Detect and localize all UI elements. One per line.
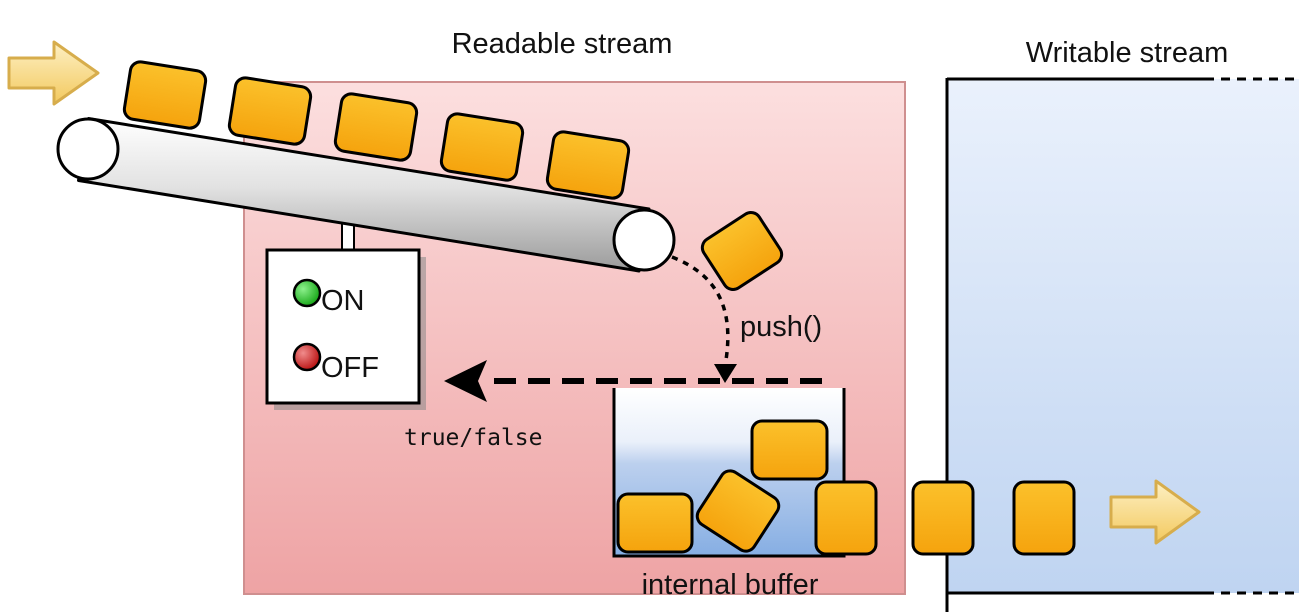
data-chunk	[333, 92, 419, 162]
data-chunk	[545, 130, 631, 200]
data-chunk	[616, 492, 694, 554]
true-false-label: true/false	[404, 425, 542, 451]
data-chunk	[1012, 480, 1076, 556]
output-arrow-icon	[1109, 479, 1201, 545]
data-chunk	[695, 469, 781, 553]
switch-panel: ON OFF	[265, 248, 426, 410]
push-arrowhead	[714, 364, 737, 383]
data-chunk	[750, 419, 829, 481]
push-curve	[671, 255, 730, 361]
data-chunk	[122, 60, 208, 130]
data-chunk	[439, 112, 525, 182]
data-chunk	[814, 480, 878, 556]
on-indicator-icon	[292, 278, 322, 308]
feedback-arrowhead	[444, 360, 487, 402]
conveyor-belt	[56, 117, 676, 273]
belt-chunks	[122, 60, 784, 291]
push-label: push()	[740, 311, 822, 343]
off-indicator-icon	[292, 342, 322, 372]
belt-roller-left	[56, 117, 120, 181]
belt-roller-right	[612, 208, 676, 272]
on-label: ON	[321, 285, 365, 317]
buffer-chunks	[616, 419, 878, 556]
outgoing-chunks	[911, 480, 1076, 556]
internal-buffer-label: internal buffer	[642, 569, 819, 601]
writable-stream-region	[945, 77, 1299, 612]
data-chunk	[911, 480, 975, 556]
data-chunk	[227, 76, 313, 146]
input-arrow-icon	[7, 40, 100, 106]
writable-stream-label: Writable stream	[1026, 37, 1229, 69]
off-label: OFF	[321, 352, 379, 384]
readable-stream-label: Readable stream	[452, 28, 673, 60]
falling-chunk	[700, 211, 784, 291]
